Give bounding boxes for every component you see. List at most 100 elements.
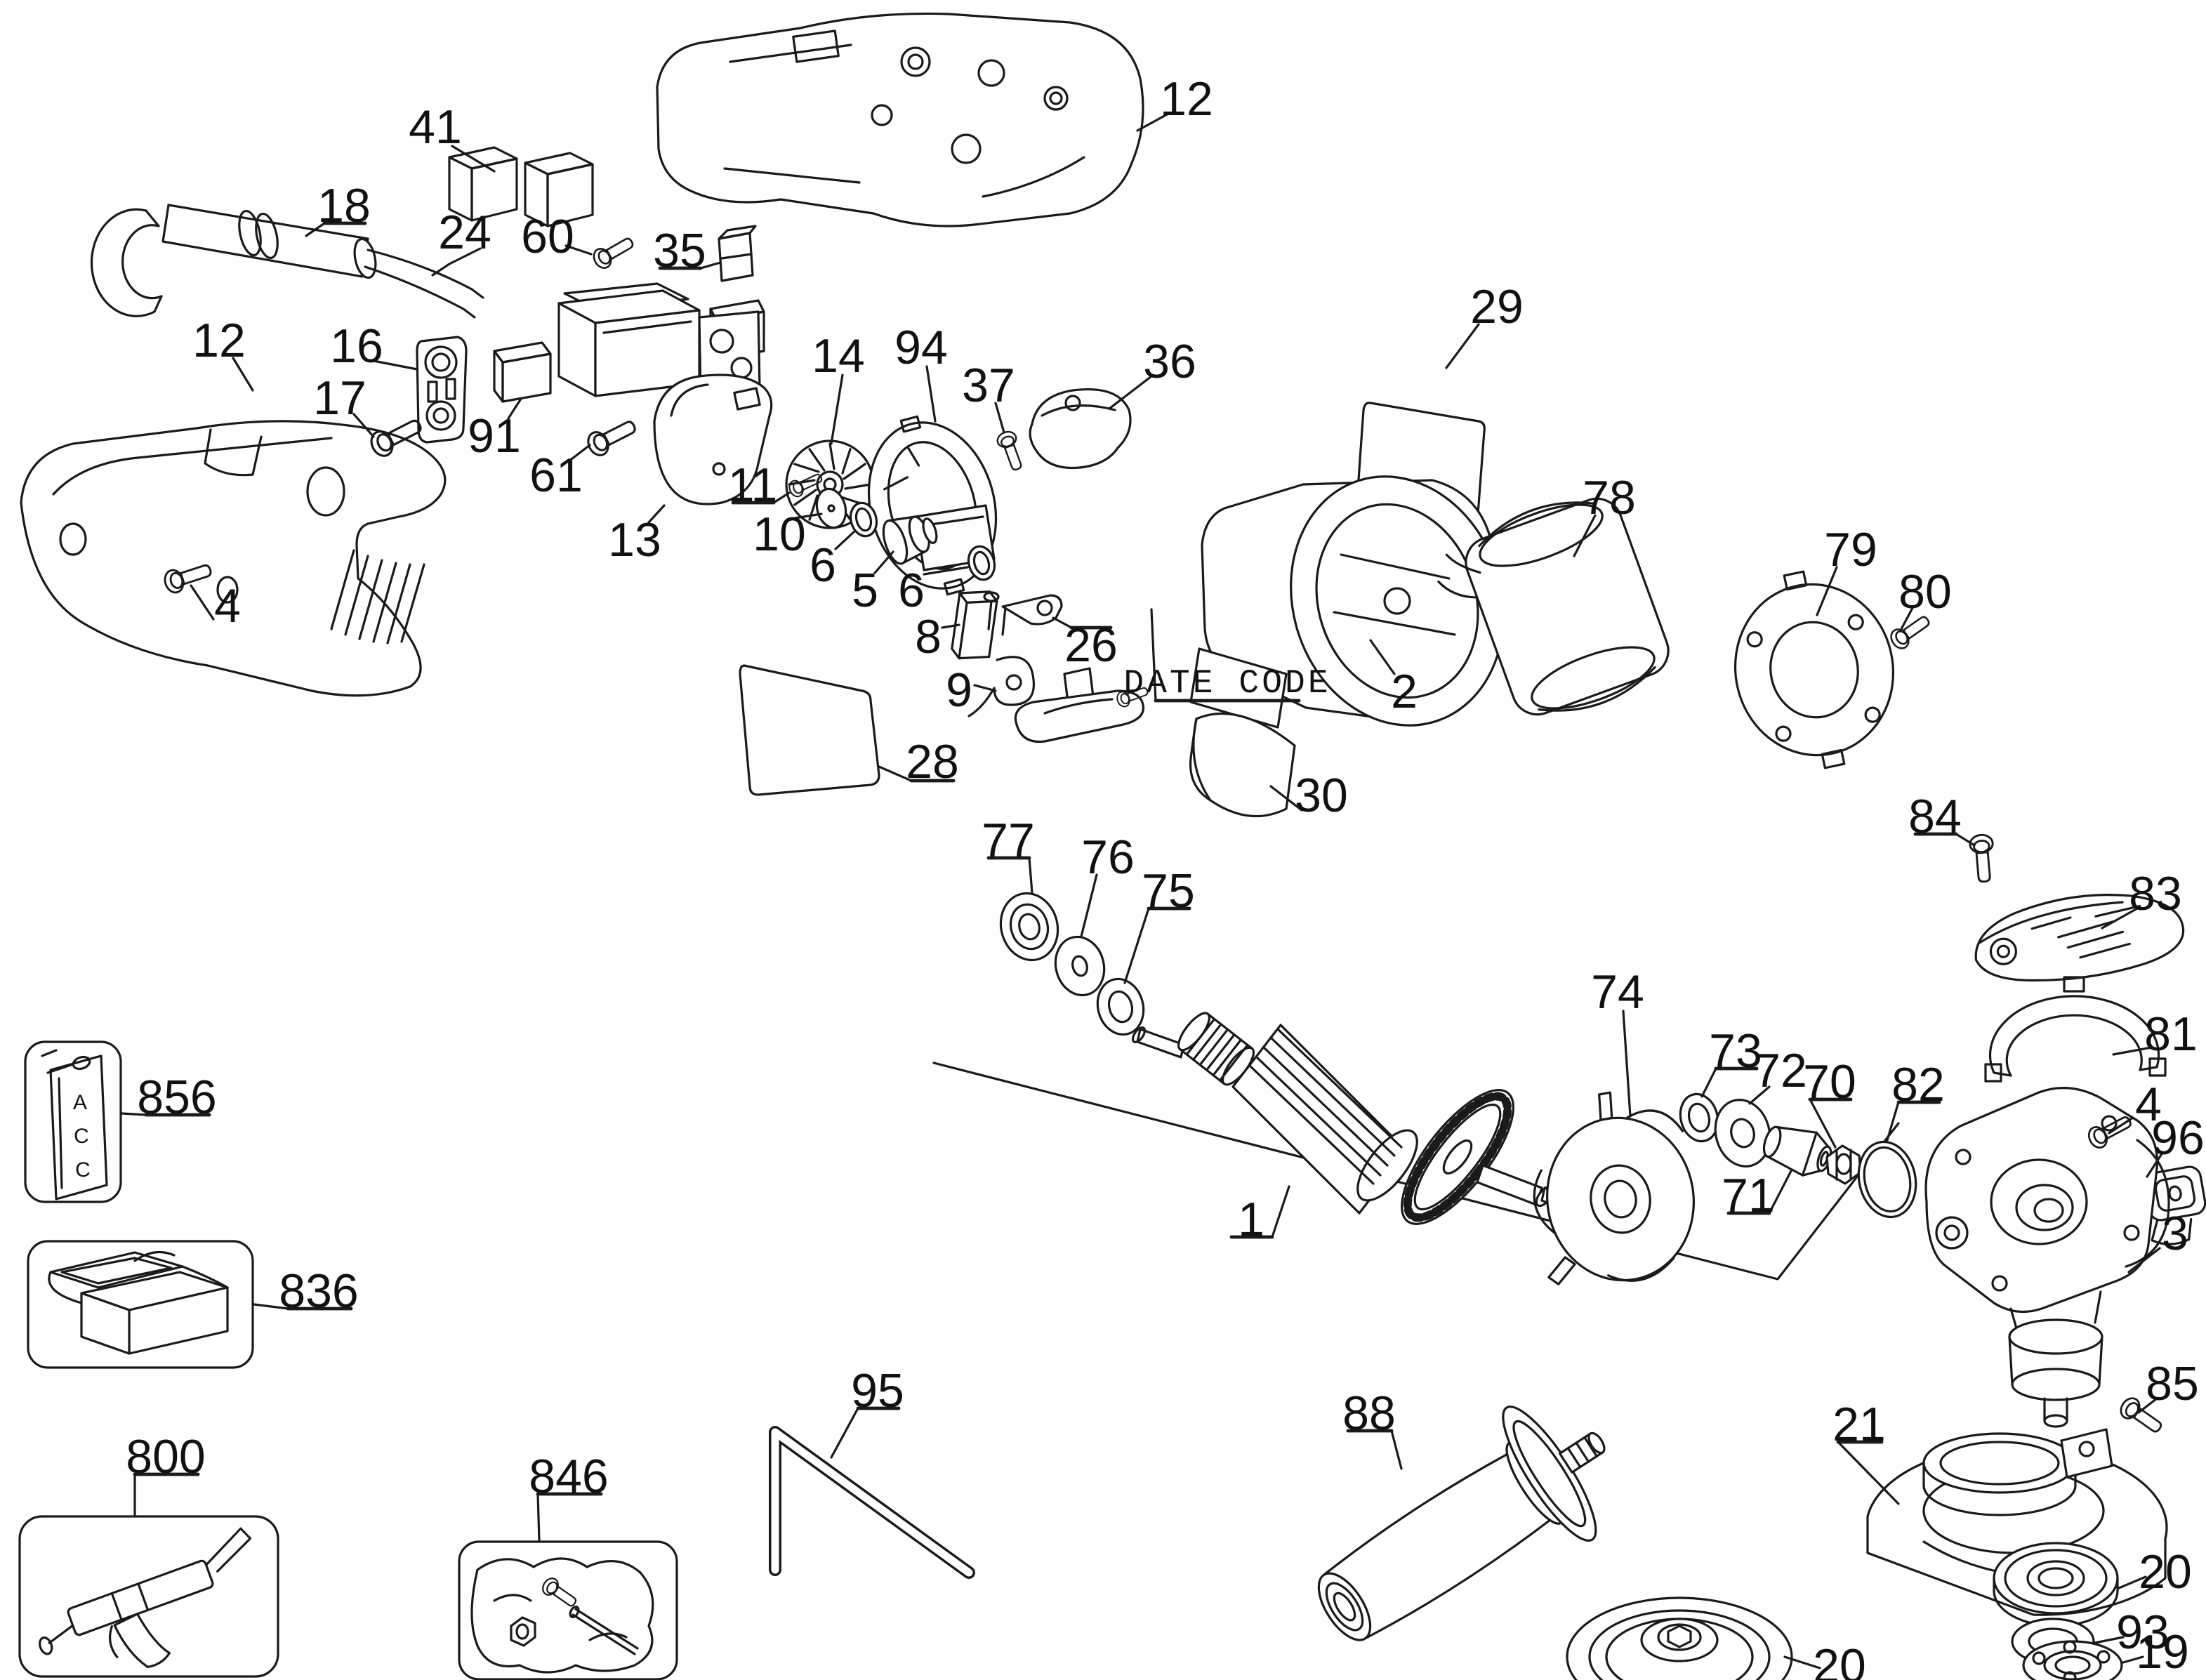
part-bearing-flange-79 — [1733, 570, 1895, 769]
callout-61: 61 — [529, 444, 591, 502]
callout-10: 10 — [753, 508, 823, 561]
callout-leader-line — [536, 1493, 541, 1542]
callout-28: 28 — [878, 735, 959, 788]
callout-leader-line — [2101, 907, 2139, 930]
part-number-label: 88 — [1342, 1387, 1396, 1440]
callout-leader-line — [1783, 1655, 1821, 1669]
callout-41: 41 — [409, 100, 496, 173]
callout-leader-line — [647, 504, 666, 524]
part-wedge-35 — [718, 225, 757, 282]
part-bearing-5 — [882, 515, 938, 565]
callout-leader-line — [451, 145, 496, 173]
part-number-label: 79 — [1824, 523, 1877, 576]
callout-leader-line — [2137, 1397, 2158, 1414]
part-number-label: 12 — [192, 314, 246, 367]
callout-76: 76 — [1080, 831, 1135, 938]
callout-5: 5 — [852, 550, 894, 617]
part-armature-1 — [1131, 1012, 1560, 1225]
kit-box-836 — [27, 1240, 254, 1369]
callout-leader-line — [570, 444, 591, 461]
callout-2: 2 — [1369, 639, 1418, 718]
part-gear-cover-83 — [1974, 894, 2185, 982]
grease-gun-800 — [18, 1515, 279, 1678]
part-washer-75 — [1096, 977, 1145, 1036]
part-number-label: 26 — [1064, 619, 1118, 672]
callout-leader-line — [1955, 833, 1976, 847]
part-brush-holder-16 — [416, 336, 468, 444]
callout-leader-line — [305, 222, 326, 237]
callout-96: 96 — [2146, 1111, 2205, 1178]
acc-letter-c2: C — [75, 1158, 91, 1182]
part-number-label: 800 — [126, 1430, 205, 1483]
callout-leader-line — [923, 566, 969, 576]
date-code-leader — [1150, 608, 1157, 702]
callout-leader-line — [1837, 1441, 1900, 1505]
callout-60: 60 — [521, 210, 593, 263]
part-brush-holder-assembly — [1014, 667, 1151, 743]
part-number-label: 30 — [1295, 769, 1348, 822]
callout-18: 18 — [305, 179, 371, 237]
part-field-stator-78 — [1437, 497, 1670, 716]
callout-leader-line — [772, 491, 791, 504]
part-number-label: 29 — [1470, 280, 1524, 333]
callout-leader-line — [232, 357, 254, 392]
callout-9: 9 — [946, 663, 997, 717]
callout-leader-line — [2108, 1116, 2134, 1135]
part-number-label: 2 — [1391, 665, 1418, 718]
part-label-sticker-28 — [739, 664, 880, 796]
part-number-label: 4 — [214, 579, 241, 633]
callout-leader-line — [1816, 566, 1838, 616]
part-lever-26 — [983, 591, 1063, 636]
callout-leader-line — [2122, 1655, 2144, 1664]
part-number-label: 85 — [2146, 1357, 2199, 1410]
callout-81: 81 — [2112, 1007, 2198, 1061]
callout-26: 26 — [1052, 616, 1118, 672]
callout-leader-line — [973, 684, 997, 692]
callout-leader-line — [2146, 1151, 2164, 1178]
callout-11: 11 — [728, 458, 791, 512]
part-number-label: 83 — [2129, 867, 2182, 920]
callout-91: 91 — [468, 397, 522, 463]
part-screw-60 — [589, 232, 638, 272]
part-number-label: 14 — [812, 329, 865, 383]
callout-leader-line — [793, 512, 823, 520]
part-number-label: 80 — [1898, 565, 1952, 619]
part-number-label: 18 — [317, 179, 371, 232]
callout-4: 4 — [190, 579, 241, 633]
callout-leader-line — [1886, 1101, 1900, 1142]
part-number-label: 75 — [1142, 864, 1195, 918]
callout-800: 800 — [126, 1430, 206, 1516]
callout-70: 70 — [1803, 1055, 1856, 1149]
part-number-label: 12 — [1160, 72, 1213, 126]
callout-80: 80 — [1898, 565, 1952, 630]
part-outer-flange-19 — [2022, 1640, 2123, 1680]
callout-75: 75 — [1123, 864, 1195, 984]
part-number-label: 74 — [1591, 965, 1644, 1019]
callout-13: 13 — [608, 504, 666, 567]
callout-leader-line — [190, 584, 215, 621]
callout-1: 1 — [1229, 1185, 1290, 1246]
part-o-ring-82 — [1857, 1140, 1917, 1219]
part-number-label: 836 — [279, 1264, 358, 1318]
callout-leader-line — [1445, 323, 1480, 369]
callout-82: 82 — [1886, 1058, 1945, 1142]
callout-leader-line — [1809, 1098, 1837, 1149]
part-number-label: 77 — [982, 814, 1035, 867]
callout-leader-line — [1136, 112, 1170, 132]
callout-83: 83 — [2101, 867, 2182, 930]
callout-leader-line — [699, 261, 722, 270]
callout-21: 21 — [1832, 1398, 1900, 1505]
callout-leader-line — [1269, 785, 1303, 812]
part-hex-key-95 — [769, 1426, 975, 1579]
callout-20: 20 — [1783, 1639, 1866, 1680]
part-number-label: 82 — [1891, 1058, 1945, 1111]
callout-79: 79 — [1816, 523, 1877, 616]
callout-84: 84 — [1908, 790, 1976, 847]
part-boot-71 — [1762, 1125, 1832, 1177]
part-trigger-13 — [653, 373, 773, 505]
part-ring-6a — [849, 501, 878, 538]
part-number-label: 35 — [653, 224, 706, 277]
part-screw-61 — [583, 414, 641, 460]
part-side-handle-88 — [1317, 1405, 1606, 1641]
